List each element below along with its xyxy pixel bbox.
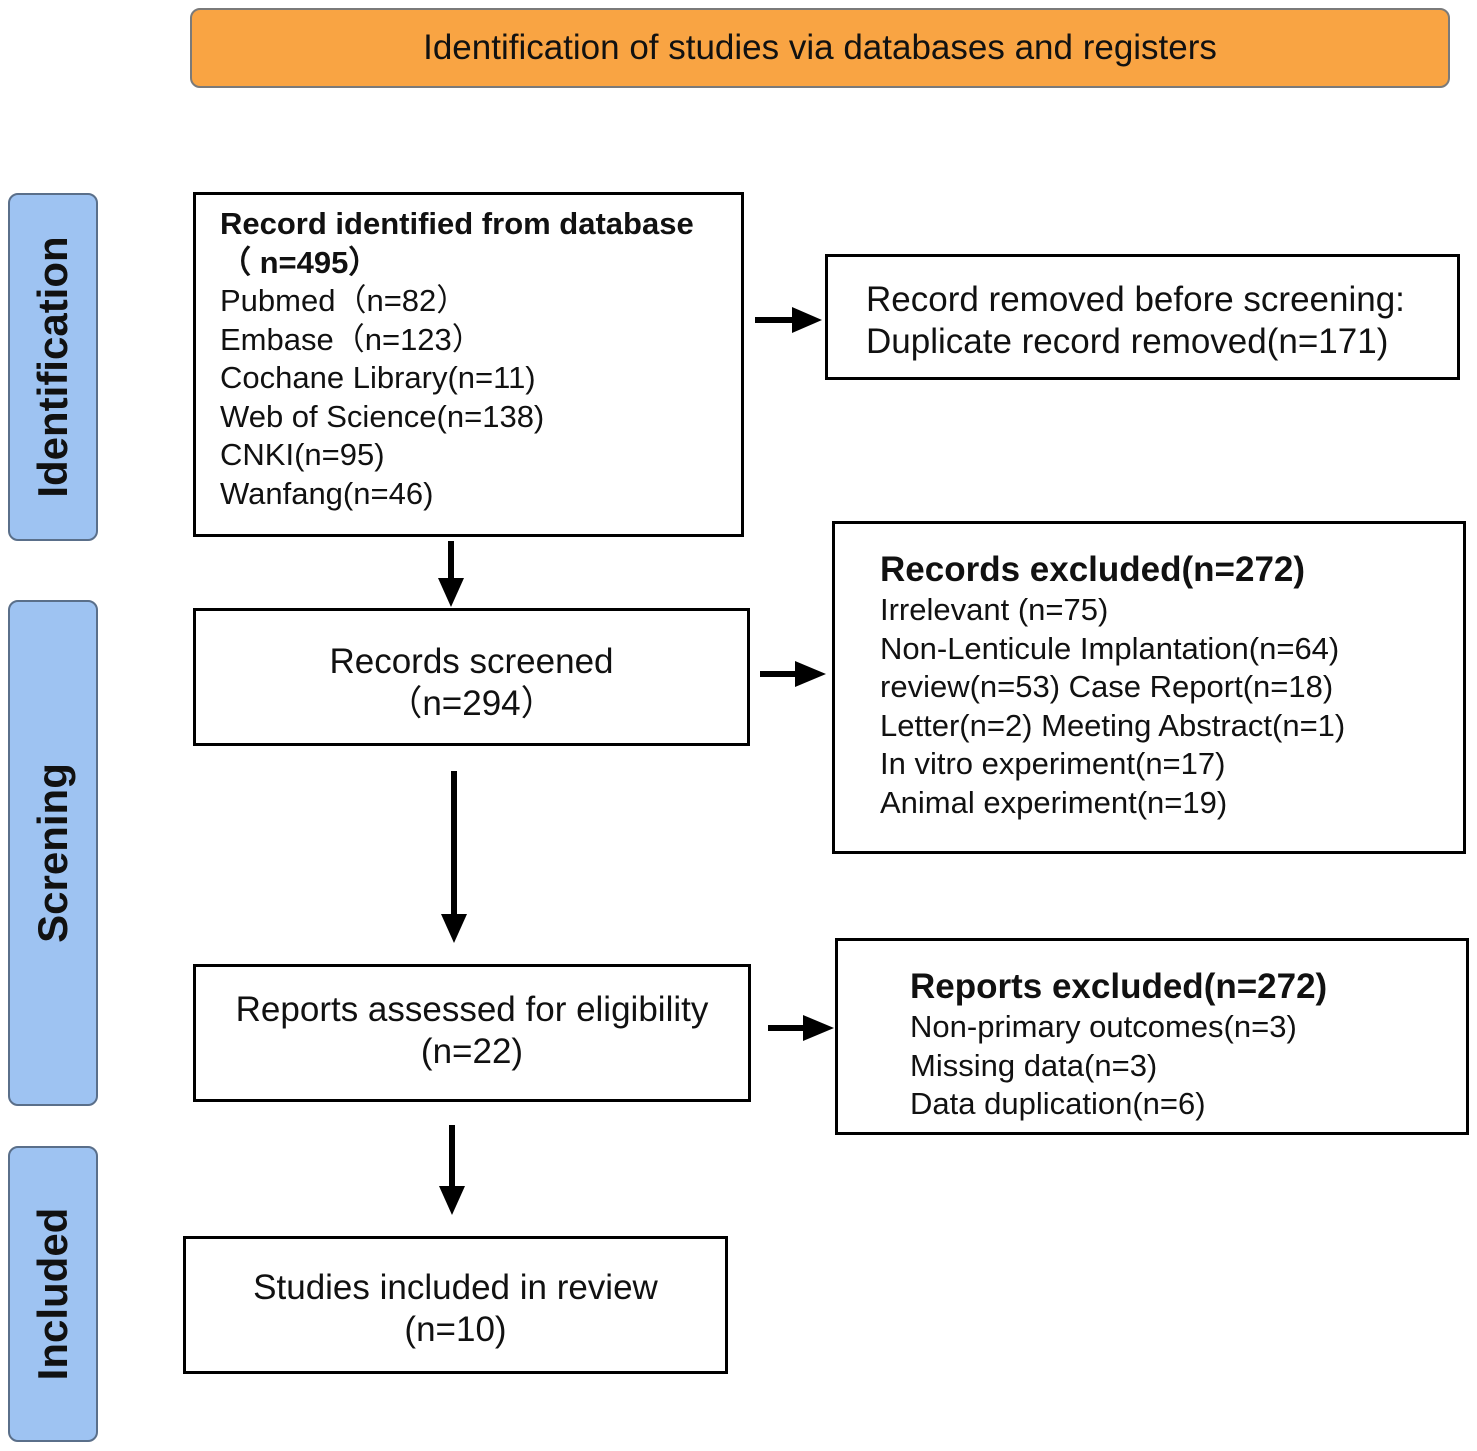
- source-item: Web of Science(n=138): [220, 398, 545, 434]
- reports-assessed-box: Reports assessed for eligibility (n=22): [193, 964, 751, 1102]
- removed-line-2: Duplicate record removed(n=171): [866, 322, 1389, 361]
- exclusion-reason: Letter(n=2) Meeting Abstract(n=1): [880, 707, 1346, 743]
- phase-identification: Identification: [8, 193, 98, 541]
- records-screened-box: Records screened （n=294）: [193, 608, 750, 746]
- exclusion-reason: In vitro experiment(n=17): [880, 746, 1226, 781]
- removed-records-box: Record removed before screening: Duplica…: [825, 254, 1460, 380]
- included-count: (n=10): [404, 1310, 507, 1349]
- arrow-down-icon: [439, 1125, 465, 1215]
- exclusion-reason: Data duplication(n=6): [910, 1086, 1206, 1121]
- arrow-right-icon: [755, 307, 822, 333]
- source-item: Embase（n=123）: [220, 321, 483, 357]
- identified-total: （ n=495）: [220, 244, 380, 280]
- assessed-count: (n=22): [420, 1032, 524, 1071]
- removed-line-1: Record removed before screening:: [866, 280, 1405, 319]
- source-item: CNKI(n=95): [220, 437, 385, 472]
- phase-included: Included: [8, 1146, 98, 1442]
- records-excluded-title: Records excluded(n=272): [880, 550, 1306, 589]
- header-banner: Identification of studies via databases …: [190, 8, 1450, 88]
- arrow-down-icon: [438, 541, 464, 607]
- arrow-right-icon: [760, 661, 826, 687]
- screened-count: （n=294）: [387, 684, 556, 723]
- exclusion-reason: Irrelevant (n=75): [880, 592, 1109, 627]
- exclusion-reason: Non-Lenticule Implantation(n=64): [880, 630, 1340, 666]
- reports-excluded-title: Reports excluded(n=272): [910, 967, 1328, 1006]
- source-item: Cochane Library(n=11): [220, 360, 536, 395]
- records-excluded-box: Records excluded(n=272) Irrelevant (n=75…: [832, 521, 1466, 854]
- identified-records-box: Record identified from database （ n=495）…: [193, 192, 744, 537]
- exclusion-reason: review(n=53) Case Report(n=18): [880, 669, 1334, 704]
- arrow-down-icon: [441, 771, 467, 943]
- exclusion-reason: Animal experiment(n=19): [880, 784, 1228, 820]
- identified-title: Record identified from database: [220, 206, 694, 241]
- arrow-right-icon: [768, 1015, 834, 1041]
- screened-label: Records screened: [329, 642, 614, 681]
- reports-excluded-box: Reports excluded(n=272) Non-primary outc…: [835, 938, 1469, 1135]
- exclusion-reason: Missing data(n=3): [910, 1047, 1158, 1083]
- source-item: Wanfang(n=46): [220, 475, 434, 511]
- source-item: Pubmed（n=82）: [220, 283, 468, 318]
- included-label: Studies included in review: [253, 1268, 658, 1307]
- assessed-label: Reports assessed for eligibility: [235, 990, 709, 1029]
- exclusion-reason: Non-primary outcomes(n=3): [910, 1009, 1297, 1044]
- studies-included-box: Studies included in review (n=10): [183, 1236, 728, 1374]
- phase-screening: Screning: [8, 600, 98, 1106]
- header-title: Identification of studies via databases …: [423, 28, 1217, 67]
